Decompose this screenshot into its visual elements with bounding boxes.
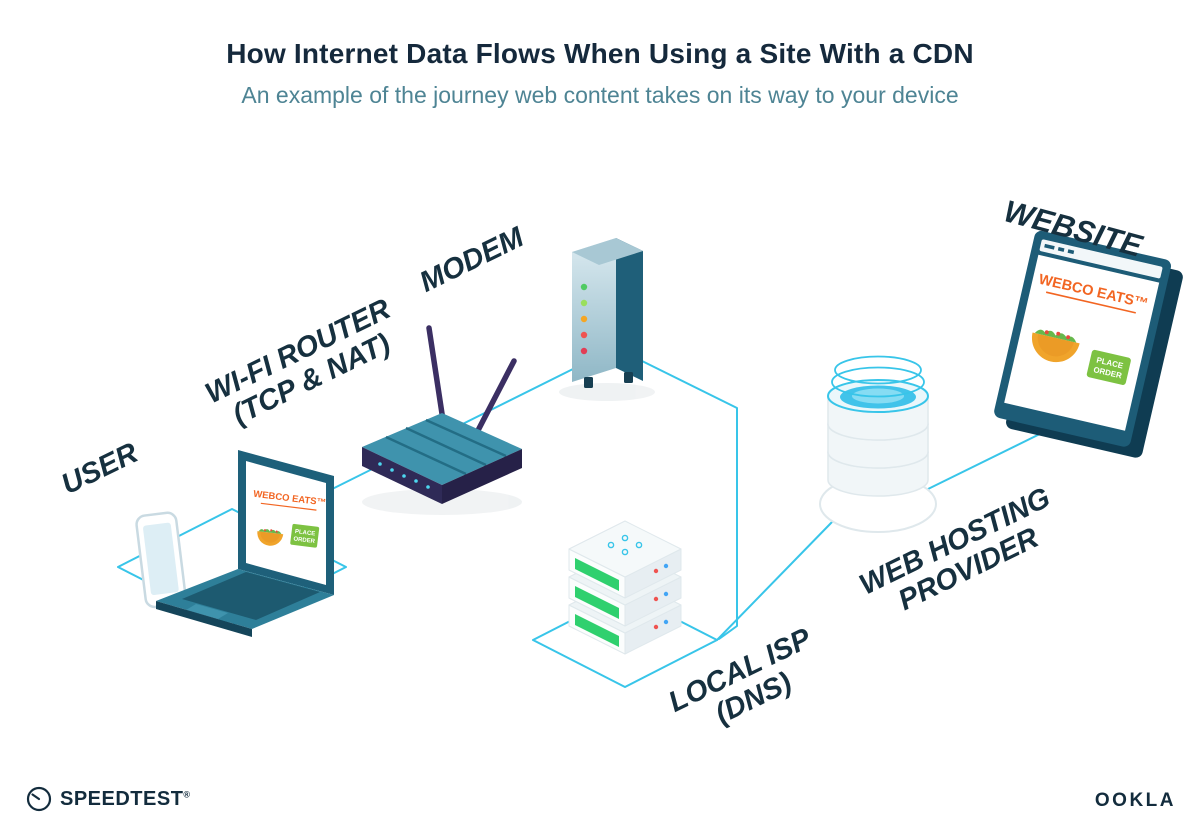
laptop-illustration: WEBCO EATS™ PLACE ORDER xyxy=(156,450,334,637)
speedtest-logo: SPEEDTEST® xyxy=(26,786,191,812)
modem-illustration xyxy=(572,238,643,388)
speedtest-wordmark: SPEEDTEST® xyxy=(60,788,191,811)
isp-server-illustration xyxy=(568,520,682,655)
browser-screen xyxy=(1004,254,1160,431)
website-illustration: WEBCO EATS™ PLACE ORDER xyxy=(994,230,1183,458)
hosting-website-line xyxy=(925,427,1053,491)
modem-isp-line xyxy=(639,359,738,640)
speedtest-trademark: ® xyxy=(183,788,191,799)
page-subtitle: An example of the journey web content ta… xyxy=(241,82,959,108)
modem-led-4 xyxy=(580,331,588,339)
header: How Internet Data Flows When Using a Sit… xyxy=(0,38,1200,109)
speedtest-text: SPEEDTEST xyxy=(60,787,184,810)
website-cta-button xyxy=(1086,349,1131,385)
speedtest-gauge-icon xyxy=(26,786,52,812)
router-leds xyxy=(378,462,430,489)
modem-led-1 xyxy=(580,283,588,291)
laptop-site-cta-button xyxy=(290,523,320,548)
browser-toolbar xyxy=(1039,239,1163,279)
connection-lines xyxy=(117,359,1053,688)
modem-led-2 xyxy=(580,299,588,307)
router-illustration xyxy=(362,325,522,504)
server-top-dots xyxy=(607,534,643,556)
router-antenna-right xyxy=(469,358,517,445)
modem-led-3 xyxy=(580,315,588,323)
page-title: How Internet Data Flows When Using a Sit… xyxy=(226,38,974,69)
hosting-database-illustration xyxy=(819,355,937,533)
ookla-logo: OOKLA xyxy=(1095,790,1176,812)
laptop-site-cta-line2: ORDER xyxy=(293,536,316,545)
modem-led-5 xyxy=(580,347,588,355)
ookla-wordmark: OOKLA xyxy=(1094,790,1176,811)
isp-hosting-line xyxy=(716,521,833,641)
laptop-site-cta-line1: PLACE xyxy=(295,529,316,537)
